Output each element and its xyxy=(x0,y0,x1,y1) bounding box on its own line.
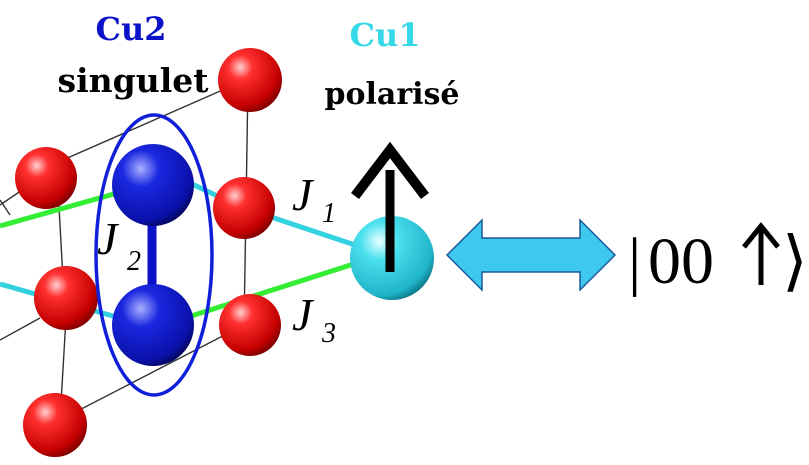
ket-spin-up-arrow-icon xyxy=(742,222,780,285)
oxygen-atoms xyxy=(15,48,282,457)
oxygen-atom xyxy=(15,147,77,209)
oxygen-atom xyxy=(34,266,98,330)
svg-text:J: J xyxy=(292,169,315,220)
svg-text:J: J xyxy=(292,289,315,340)
oxygen-atom xyxy=(23,393,87,457)
ket-digits: 00 xyxy=(648,225,714,298)
cu2-state-label: singulet xyxy=(58,61,210,100)
cu2-atom-upper xyxy=(112,144,194,226)
ket-angle: ⟩ xyxy=(782,225,808,298)
cu2-atom-lower xyxy=(112,284,194,366)
cu1-state-label: polarisé xyxy=(325,77,460,112)
j2-label: J 2 xyxy=(97,213,141,277)
svg-text:1: 1 xyxy=(322,198,336,229)
oxygen-atom xyxy=(218,48,282,112)
bond-cyan-upper xyxy=(261,211,371,253)
j1-label: J 1 xyxy=(292,169,336,229)
bond-green-lower xyxy=(184,259,361,321)
bond-green-upper xyxy=(0,187,129,229)
up-arrow-icon xyxy=(351,141,429,272)
ket-bar: | xyxy=(628,225,641,298)
ket-state: | 00 ⟩ xyxy=(628,222,808,298)
j3-label: J 3 xyxy=(292,289,336,349)
singlet-ellipse xyxy=(94,113,214,397)
oxygen-atom xyxy=(213,177,275,239)
double-arrow-icon xyxy=(445,218,617,292)
cu2-dimer xyxy=(94,113,214,397)
cu1-label: Cu1 xyxy=(350,16,421,54)
svg-text:3: 3 xyxy=(321,318,336,349)
svg-text:2: 2 xyxy=(127,246,141,277)
oxygen-atom xyxy=(219,294,281,356)
svg-text:J: J xyxy=(97,213,120,264)
cu2-label: Cu2 xyxy=(96,10,167,48)
